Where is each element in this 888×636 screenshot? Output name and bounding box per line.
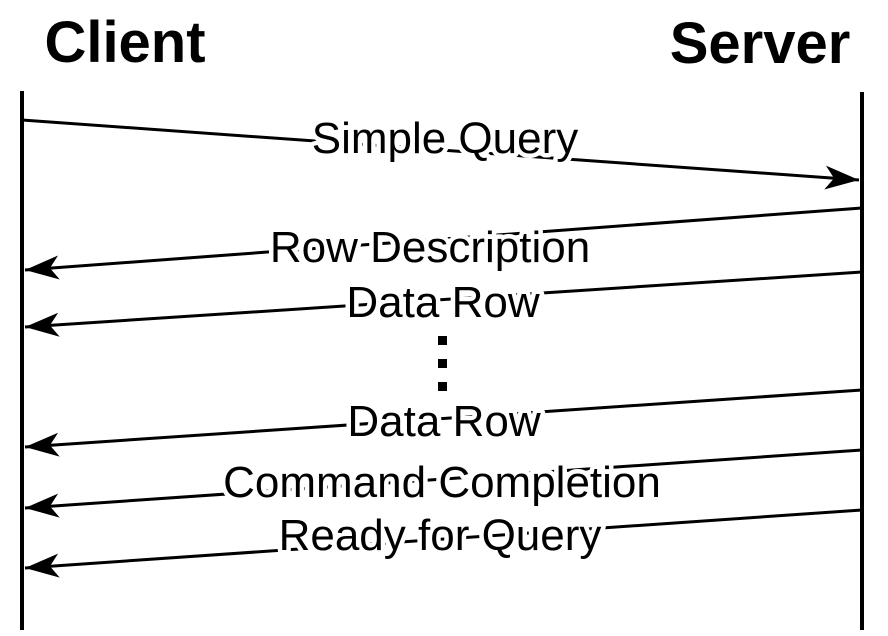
- message-arrow-simple-query: [21, 118, 860, 190]
- message-label-data-row-2: Data Row: [347, 397, 540, 446]
- message-arrow-data-row-1: [24, 270, 863, 337]
- message-label-row-description: Row Description: [270, 223, 590, 272]
- actor-label-server: Server: [670, 11, 851, 76]
- message-arrow-row-description: [24, 206, 863, 280]
- message-arrow-command-completion: [24, 448, 863, 518]
- message-arrow-data-row-2: [24, 388, 863, 457]
- message-label-ready-for-query: Ready for Query: [279, 511, 602, 560]
- message-label-simple-query: Simple Query: [312, 114, 579, 163]
- message-label-command-completion: Command Completion: [223, 458, 661, 507]
- message-label-data-row-1: Data Row: [346, 278, 539, 327]
- message-arrow-ready-for-query: [24, 508, 863, 578]
- actor-label-client: Client: [44, 10, 205, 75]
- vertical-ellipsis-icon: [438, 336, 447, 391]
